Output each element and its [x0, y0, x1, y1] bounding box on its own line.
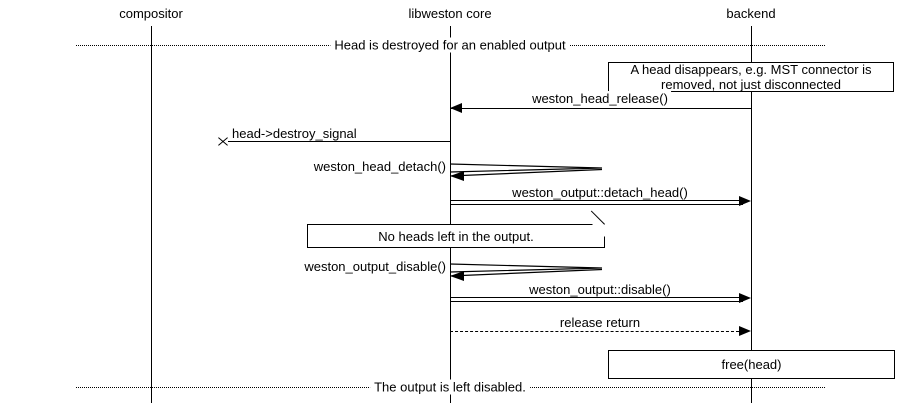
arrowhead-release-return [739, 326, 751, 336]
message-label-weston-head-detach: weston_head_detach() [310, 159, 449, 174]
lifeline-compositor [151, 26, 152, 403]
note-no-heads-left: No heads left in the output. [307, 210, 605, 248]
message-label-weston-head-release: weston_head_release() [529, 91, 671, 106]
message-label-weston-output-disable-backend: weston_output::disable() [526, 282, 674, 297]
participant-label-compositor: compositor [119, 6, 183, 21]
lifeline-backend [751, 26, 752, 403]
message-line-weston-output-detach-head [450, 200, 743, 205]
participant-label-libweston-core: libweston core [408, 6, 492, 21]
message-label-weston-output-disable: weston_output_disable() [301, 259, 449, 274]
arrowhead-weston-head-release [450, 103, 462, 113]
note-mst-connector: A head disappears, e.g. MST connector is… [608, 62, 894, 92]
message-line-release-return [450, 331, 739, 332]
self-message-weston-head-detach [449, 160, 610, 182]
message-label-weston-output-detach-head: weston_output::detach_head() [509, 185, 691, 200]
message-label-release-return: release return [556, 315, 644, 330]
divider-top-label: Head is destroyed for an enabled output [330, 37, 570, 53]
divider-bottom-label: The output is left disabled. [370, 379, 530, 395]
destroy-signal-x-icon [217, 136, 228, 147]
note-no-heads-left-text: No heads left in the output. [378, 228, 534, 244]
lifeline-libweston-core [450, 26, 451, 403]
arrowhead-weston-output-disable-backend [739, 293, 751, 303]
arrowhead-weston-output-detach-head [739, 196, 751, 206]
message-label-head-destroy-signal: head->destroy_signal [229, 126, 360, 141]
note-mst-connector-line2: removed, not just disconnected [661, 77, 841, 92]
message-line-head-destroy-signal [228, 141, 450, 142]
note-mst-connector-line1: A head disappears, e.g. MST connector is [630, 62, 872, 77]
note-free-head: free(head) [608, 350, 895, 379]
self-message-weston-output-disable [449, 260, 610, 282]
note-free-head-text: free(head) [721, 357, 782, 372]
participant-label-backend: backend [726, 6, 776, 21]
message-line-weston-output-disable-backend [450, 297, 743, 302]
message-line-weston-head-release [450, 108, 751, 109]
